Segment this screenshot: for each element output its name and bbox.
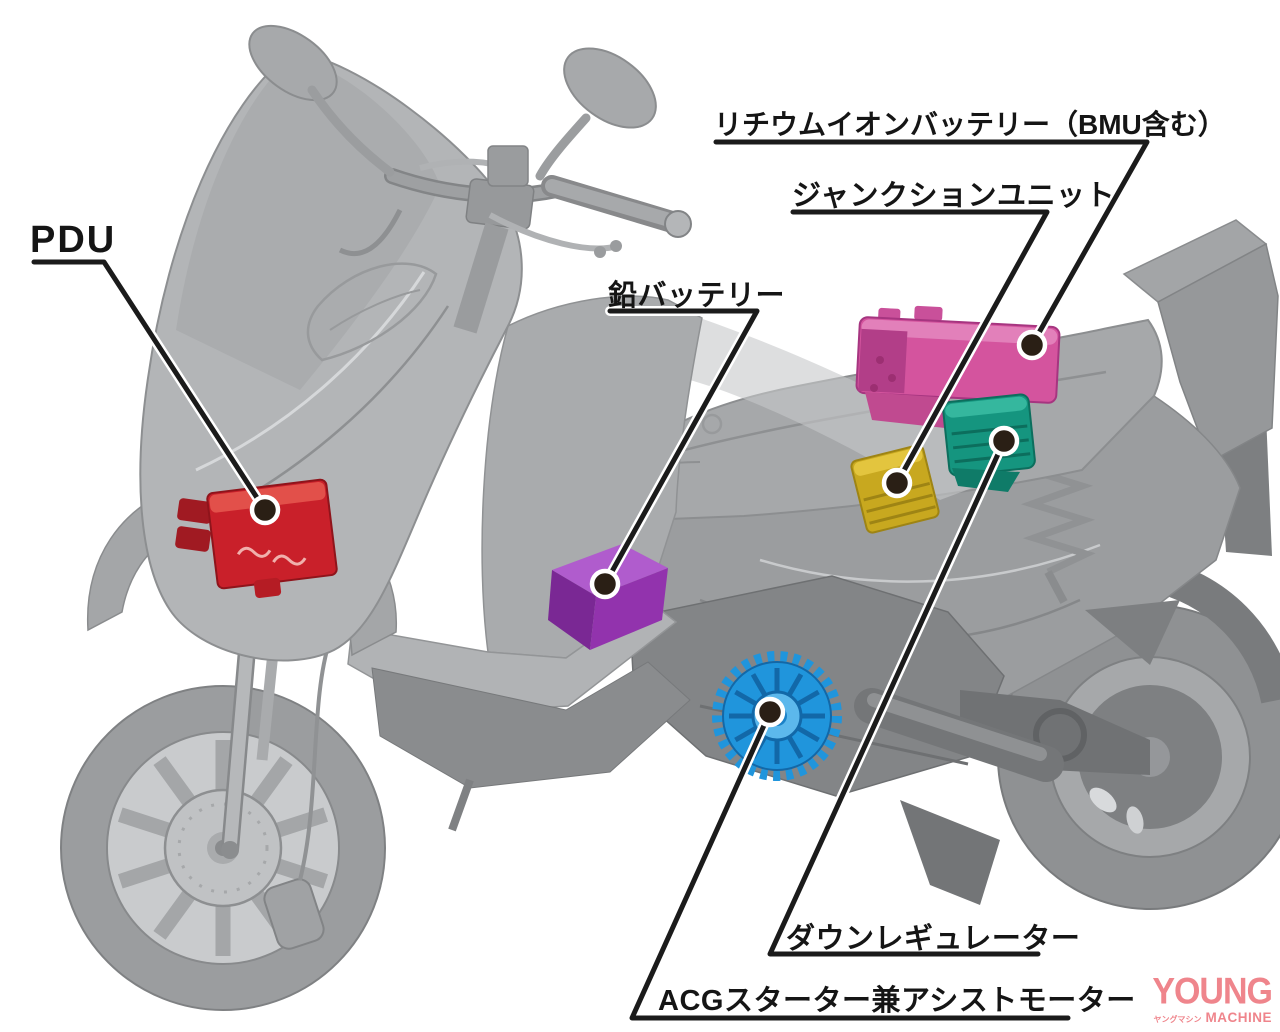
dot-lead-battery — [589, 568, 621, 600]
right-brake-lever — [488, 212, 619, 252]
logo-katakana-text: ヤングマシン — [1153, 1014, 1202, 1024]
lithium-battery-highlight — [855, 305, 1061, 428]
label-lithium-battery: リチウムイオンバッテリー（BMU含む） — [714, 109, 1226, 140]
leader-lithium-battery — [713, 139, 1150, 348]
handlebar — [338, 145, 692, 334]
right-mirror — [535, 47, 657, 181]
dot-acg-motor — [754, 696, 786, 728]
front-wheel — [60, 639, 386, 1011]
logo-young-text: YOUNG — [1152, 970, 1273, 1012]
label-junction-unit: ジャンクションユニット — [792, 180, 1116, 212]
brake-caliper — [263, 878, 325, 950]
left-mirror — [248, 24, 395, 177]
dot-lithium-battery — [1016, 329, 1048, 361]
young-machine-logo: YOUNG ヤングマシン MACHINE — [1152, 970, 1273, 1025]
rear-carrier — [1122, 219, 1279, 464]
cable — [338, 208, 403, 257]
leader-lead-battery — [602, 308, 760, 587]
dot-junction-unit — [881, 467, 913, 499]
logo-machine-text: MACHINE — [1205, 1009, 1272, 1025]
reservoir-block — [487, 145, 529, 187]
label-pdu: PDU — [30, 219, 117, 261]
leader-acg-motor — [629, 709, 1071, 1021]
dot-down-regulator — [988, 425, 1020, 457]
dot-pdu — [249, 494, 281, 526]
leader-junction-unit — [790, 209, 1050, 486]
leader-down-regulator — [767, 438, 1041, 957]
label-lead-battery: 鉛バッテリー — [608, 280, 786, 312]
pdu-highlight — [175, 478, 338, 599]
leader-pdu — [31, 259, 268, 513]
label-down-regulator: ダウンレギュレーター — [786, 923, 1081, 955]
leader-lines — [29, 137, 1152, 1023]
windshield — [176, 58, 440, 390]
label-acg-motor: ACGスターター兼アシストモーター — [658, 985, 1136, 1017]
